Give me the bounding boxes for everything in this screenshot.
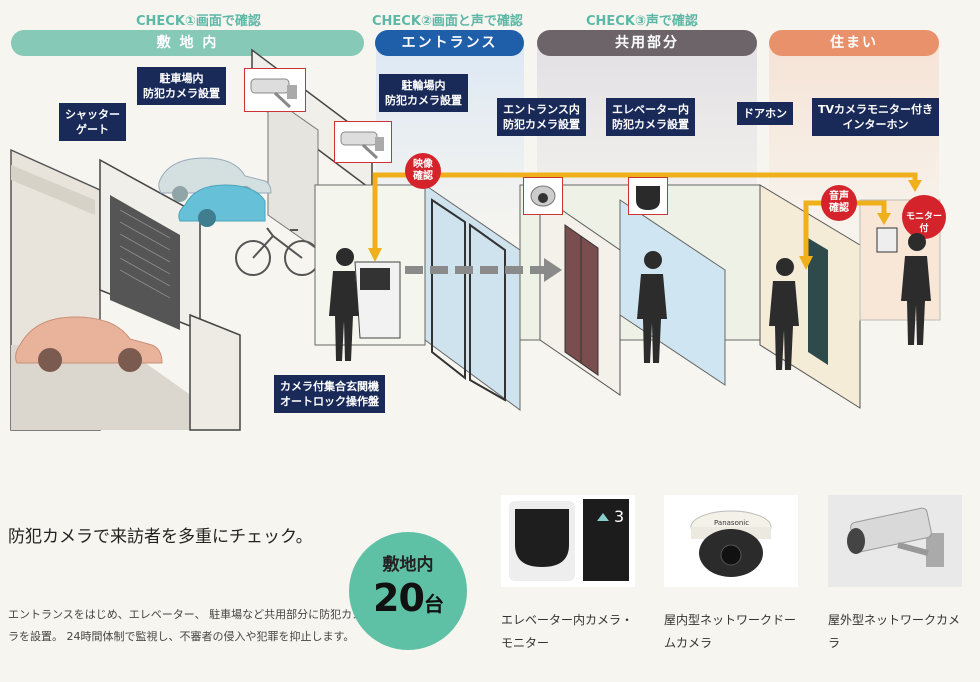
badge-video-confirm: 映像確認 — [405, 153, 441, 189]
label-shutter-gate: シャッターゲート — [59, 103, 126, 141]
building-illustration — [10, 48, 941, 431]
dome-camera-brand: Panasonic — [714, 519, 750, 527]
outdoor-camera-photo — [828, 495, 962, 587]
check-1-caption: CHECK①画面で確認 — [136, 14, 261, 29]
visitor-person-icon — [329, 248, 359, 361]
count-label: 敷地内 — [382, 555, 434, 575]
entrance-dome-camera-icon — [523, 177, 563, 215]
caption-dome-camera: 屋内型ネットワークドームカメラ — [664, 613, 797, 650]
badge-monitor: モニター付 — [902, 195, 946, 239]
label-bicycle-camera: 駐輪場内防犯カメラ設置 — [379, 74, 468, 112]
elevator-camera-photo: 3 — [501, 495, 635, 587]
camera-count-badge: 敷地内 20台 — [349, 532, 467, 650]
zone-premises: 敷 地 内 — [11, 30, 364, 56]
label-tv-intercom: TVカメラモニター付きインターホン — [812, 98, 940, 136]
check-3-caption: CHECK③声で確認 — [586, 14, 698, 29]
bicycle-camera-icon — [334, 121, 392, 163]
label-entrance-camera: エントランス内防犯カメラ設置 — [497, 98, 586, 136]
door-visitor-person-icon — [769, 258, 799, 370]
count-value: 20台 — [373, 576, 444, 620]
caption-outdoor-camera: 屋外型ネットワークカメラ — [828, 613, 961, 650]
check-2-caption: CHECK②画面と声で確認 — [372, 14, 523, 29]
zone-home: 住まい — [769, 30, 939, 56]
resident-person-icon — [901, 233, 931, 345]
elevator-floor-number: 3 — [614, 507, 625, 526]
dome-camera-photo: Panasonic — [664, 495, 798, 587]
section-description: エントランスをはじめ、エレベーター、 駐車場など共用部分に防犯カメラを設置。 2… — [8, 608, 364, 643]
label-parking-camera: 駐車場内防犯カメラ設置 — [137, 67, 226, 105]
label-autolock-panel: カメラ付集合玄関機オートロック操作盤 — [274, 375, 385, 413]
label-doorphone: ドアホン — [737, 102, 793, 125]
elevator-camera-icon — [628, 177, 668, 215]
parking-camera-icon — [244, 68, 306, 112]
caption-elevator-camera: エレベーター内カメラ・モニター — [501, 613, 634, 650]
elevator-person-icon — [637, 251, 667, 363]
label-elevator-camera: エレベーター内防犯カメラ設置 — [606, 98, 695, 136]
section-title: 防犯カメラで来訪者を多重にチェック。 — [8, 527, 313, 547]
badge-voice-confirm: 音声確認 — [821, 185, 857, 221]
zone-entrance: エントランス — [375, 30, 524, 56]
zone-common: 共用部分 — [537, 30, 757, 56]
